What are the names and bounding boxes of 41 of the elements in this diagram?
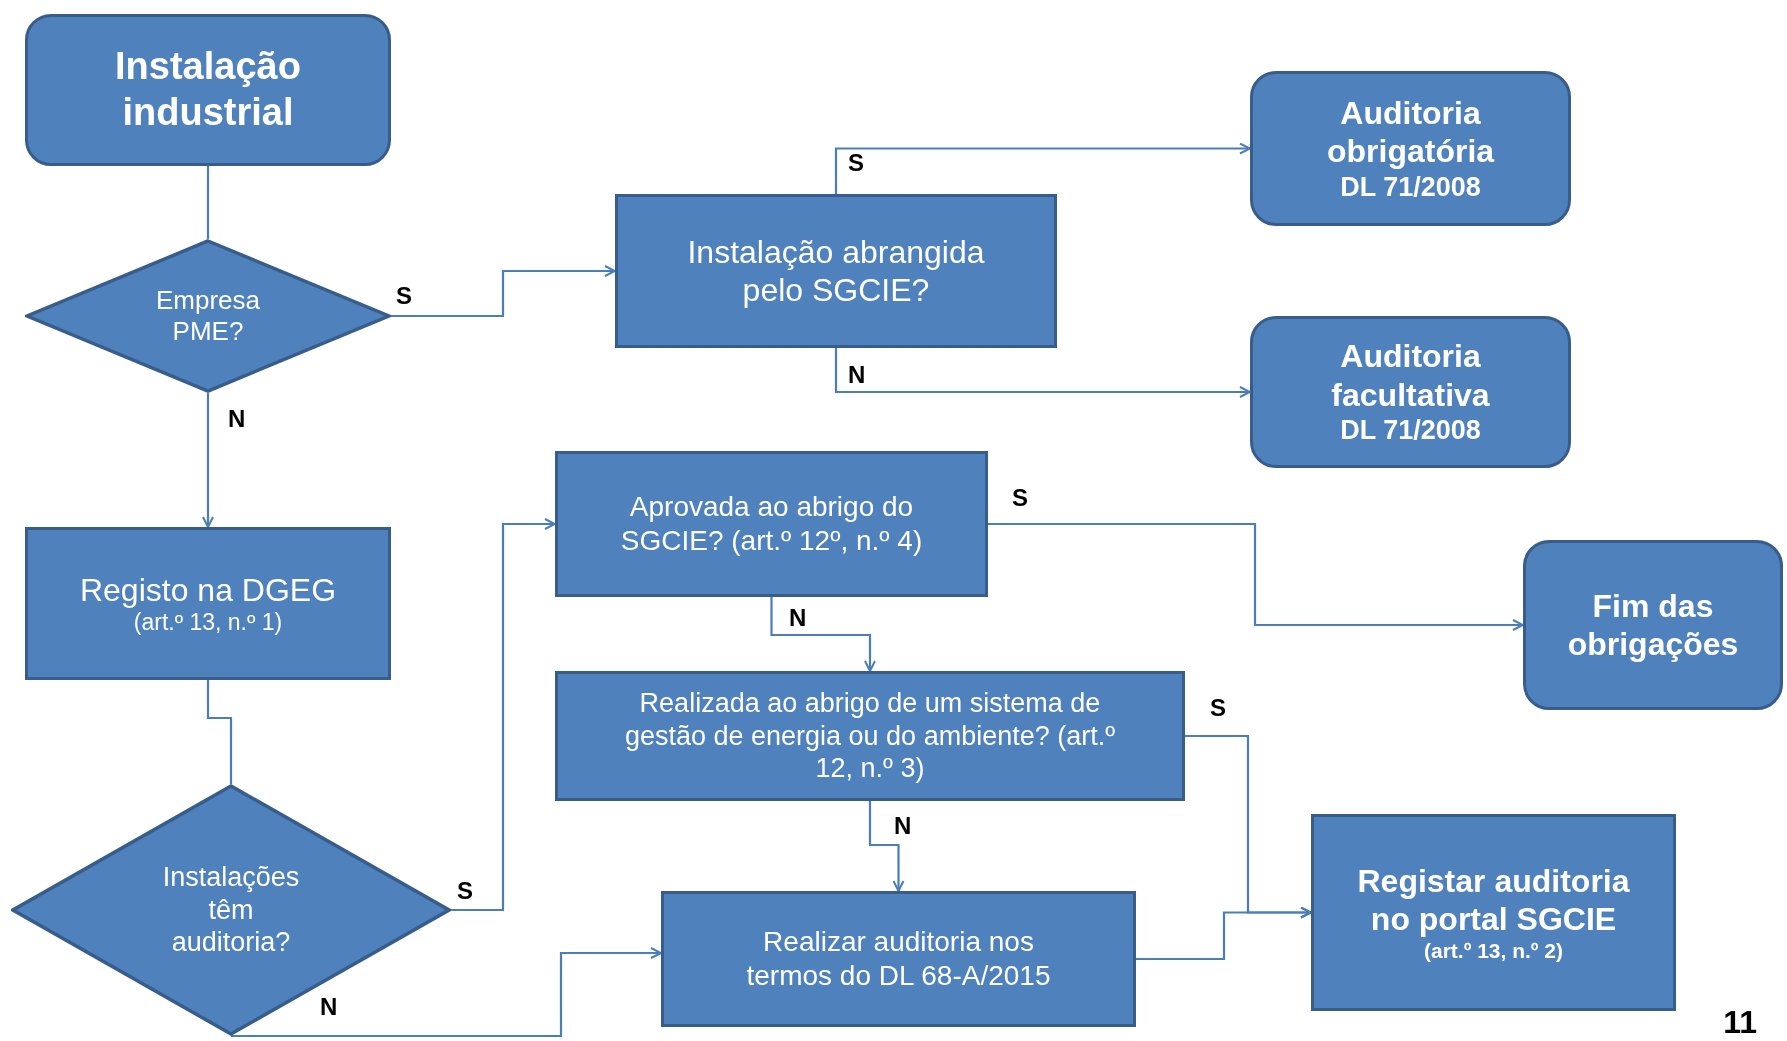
node-subtext: DL 71/2008	[1340, 170, 1481, 204]
process-box	[615, 194, 1057, 348]
node-text: Auditoria obrigatória	[1325, 93, 1496, 171]
connector-line	[206, 680, 233, 784]
node-text: Instalação abrangida pelo SGCIE?	[686, 232, 986, 310]
terminal-box	[25, 14, 391, 166]
terminal-box	[1250, 316, 1571, 468]
node-text: Aprovada ao abrigo do SGCIE? (art.º 12º, n.º 4)	[619, 490, 924, 558]
node-subtext: (art.º 13, n.º 2)	[1423, 938, 1563, 964]
process-box	[555, 451, 988, 597]
arrow	[988, 522, 1524, 631]
node-text: Realizada ao abrigo de um sistema de gestão de energia ou do ambiente? (art.º 12, n.º 3)	[623, 687, 1117, 785]
arrow	[231, 947, 662, 1038]
arrow	[834, 348, 1251, 398]
process-box	[1311, 814, 1676, 1011]
terminal-box	[1250, 71, 1571, 226]
terminal-box	[1523, 540, 1783, 710]
arrow	[1136, 906, 1312, 961]
node-text: Fim das obrigações	[1566, 586, 1740, 664]
arrow	[202, 393, 214, 528]
process-box	[661, 891, 1136, 1027]
process-box	[25, 527, 391, 680]
node-subtext: (art.º 13, n.º 1)	[133, 608, 283, 637]
node-text: Auditoria facultativa	[1330, 337, 1491, 415]
arrow	[451, 518, 556, 912]
node-text: Instalação industrial	[114, 44, 302, 135]
connector-line	[206, 166, 210, 239]
process-box	[555, 671, 1185, 801]
node-text: Realizar auditoria nos termos do DL 68-A/2015	[745, 925, 1052, 993]
decision-diamond	[11, 784, 451, 1036]
arrow	[770, 597, 876, 672]
node-text: Instalações têm auditoria?	[161, 861, 301, 959]
node-text: Registo na DGEG	[79, 570, 337, 609]
arrow	[868, 801, 905, 892]
node-text: Registar auditoria no portal SGCIE	[1356, 861, 1631, 939]
node-subtext: DL 71/2008	[1340, 414, 1481, 447]
decision-diamond	[25, 239, 391, 393]
arrow	[834, 142, 1251, 194]
arrow	[391, 265, 616, 318]
node-text: Empresa PME?	[154, 284, 261, 348]
page-number: 11	[1723, 1004, 1757, 1041]
